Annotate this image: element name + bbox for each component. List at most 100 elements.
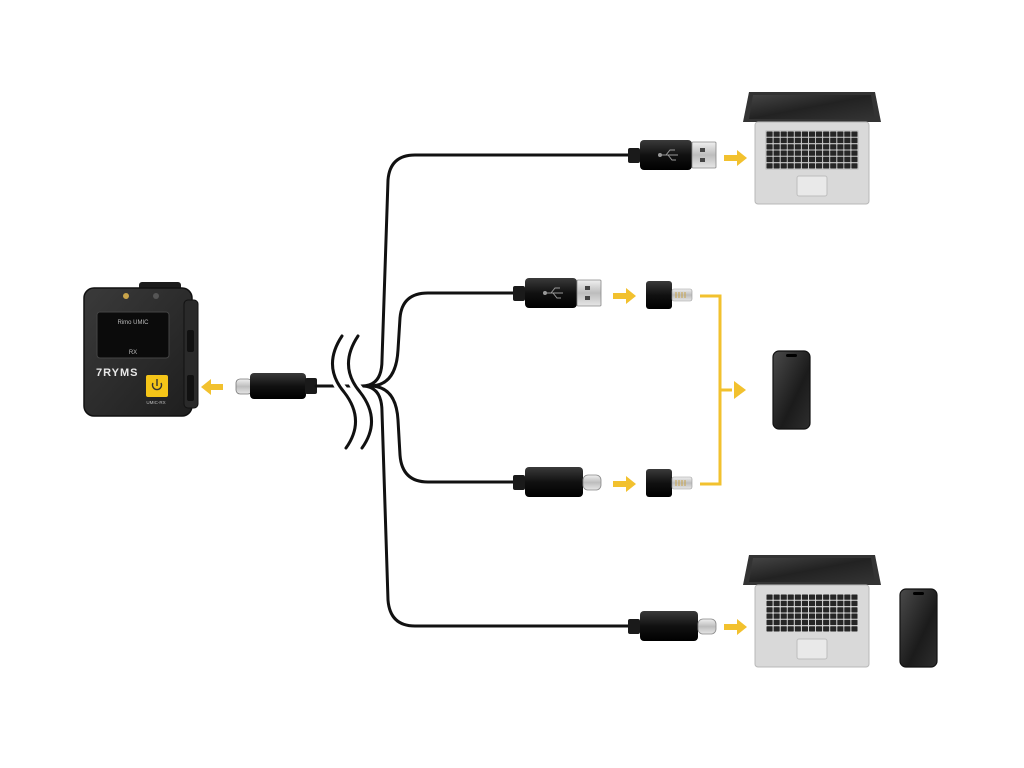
keyboard-key (787, 600, 794, 607)
keyboard-key (823, 594, 830, 600)
keyboard-key (837, 144, 844, 150)
keyboard-key (794, 607, 801, 613)
keyboard-key (766, 137, 773, 144)
keyboard-key (844, 150, 851, 156)
keyboard-key (787, 619, 794, 626)
keyboard-key (816, 137, 823, 144)
keyboard-key (766, 626, 773, 632)
keyboard-key (801, 163, 808, 169)
usb-c-plug-2 (513, 467, 602, 497)
keyboard-key (823, 619, 830, 626)
keyboard-key (773, 619, 780, 626)
keyboard-key (766, 619, 773, 626)
usb-c-tip (582, 474, 602, 491)
keyboard-key (837, 626, 844, 632)
keyboard-key (787, 607, 794, 613)
smartphone-1 (772, 350, 811, 430)
keyboard-key (801, 594, 808, 600)
keyboard-key (844, 613, 851, 619)
keyboard-key (809, 156, 816, 163)
keyboard-key (773, 137, 780, 144)
keyboard-key (823, 607, 830, 613)
keyboard-key (837, 594, 844, 600)
keyboard-key (766, 144, 773, 150)
keyboard-key (823, 626, 830, 632)
keyboard-key (851, 619, 858, 626)
keyboard-key (801, 626, 808, 632)
keyboard-key (780, 600, 787, 607)
keyboard-key (801, 619, 808, 626)
receiver-side-button[interactable] (187, 330, 194, 352)
keyboard-key (773, 163, 780, 169)
keyboard-key (809, 619, 816, 626)
keyboard-key (844, 156, 851, 163)
arrow-to-receiver (201, 379, 223, 395)
keyboard-key (787, 131, 794, 137)
keyboard-key (787, 163, 794, 169)
usb-symbol-icon (658, 149, 678, 161)
phone-notch (786, 354, 797, 357)
keyboard-key (830, 607, 837, 613)
receiver-port (153, 293, 159, 299)
lightning-adapter-2 (646, 469, 693, 497)
keyboard-key (780, 150, 787, 156)
keyboard-key (794, 131, 801, 137)
keyboard-key (809, 131, 816, 137)
keyboard-key (809, 600, 816, 607)
keyboard-key (766, 156, 773, 163)
keyboard-key (787, 137, 794, 144)
keyboard-key (794, 144, 801, 150)
keyboard-key (830, 626, 837, 632)
laptop-2 (743, 555, 881, 668)
keyboard-key (830, 156, 837, 163)
keyboard-key (766, 607, 773, 613)
keyboard-key (816, 600, 823, 607)
keyboard-key (837, 619, 844, 626)
usb-a-plug-1 (628, 140, 717, 170)
keyboard-key (823, 613, 830, 619)
keyboard-key (823, 163, 830, 169)
receiver-side-port (187, 375, 194, 401)
cable-break-symbol (327, 331, 377, 453)
keyboard-key (851, 626, 858, 632)
keyboard-key (823, 131, 830, 137)
arrow-to-adapter-1 (613, 288, 636, 304)
keyboard-key (794, 137, 801, 144)
arrow-to-adapter-2 (613, 476, 636, 492)
keyboard-key (801, 150, 808, 156)
keyboard-key (794, 626, 801, 632)
keyboard-key (766, 131, 773, 137)
usb-symbol-icon (543, 287, 563, 299)
keyboard-key (809, 144, 816, 150)
keyboard-key (844, 600, 851, 607)
keyboard-key (844, 594, 851, 600)
wireless-receiver: Rimo UMIC RX 7RYMS UMIC-RX (83, 282, 199, 417)
keyboard-key (794, 150, 801, 156)
keyboard-key (830, 619, 837, 626)
usb-c-plug-receiver (235, 373, 317, 399)
keyboard-key (809, 163, 816, 169)
keyboard-key (801, 613, 808, 619)
keyboard-key (816, 156, 823, 163)
keyboard-key (837, 607, 844, 613)
keyboard-key (809, 594, 816, 600)
keyboard (766, 594, 858, 632)
keyboard-key (766, 613, 773, 619)
keyboard-key (816, 607, 823, 613)
keyboard-key (794, 594, 801, 600)
arrow-to-phone (734, 381, 746, 399)
receiver-screen (96, 311, 170, 359)
keyboard-key (830, 144, 837, 150)
keyboard-key (837, 131, 844, 137)
keyboard-key (766, 150, 773, 156)
keyboard-key (837, 163, 844, 169)
keyboard-key (809, 626, 816, 632)
keyboard-key (794, 600, 801, 607)
keyboard-key (809, 137, 816, 144)
trackpad (796, 175, 828, 197)
keyboard-key (809, 150, 816, 156)
keyboard-key (794, 613, 801, 619)
keyboard-key (773, 626, 780, 632)
receiver-channel-text: RX (129, 350, 137, 356)
